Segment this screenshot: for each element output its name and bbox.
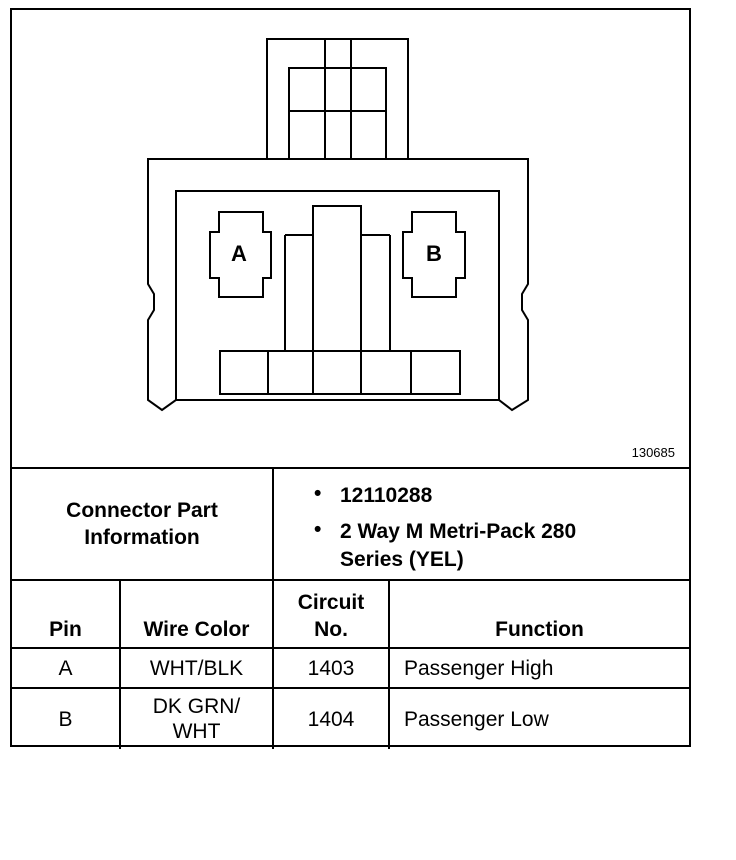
row-a-wire-color: WHT/BLK: [119, 649, 272, 687]
connector-info-details: • 12110288 • 2 Way M Metri-Pack 280 Seri…: [274, 469, 689, 579]
table-header-row: Pin Wire Color Circuit No. Function: [12, 581, 689, 649]
header-circuit: Circuit No.: [272, 581, 388, 647]
bullet-icon: •: [314, 518, 322, 541]
row-b-wire-color: DK GRN/ WHT: [119, 689, 272, 749]
terminal-cavity-a: [209, 211, 272, 298]
terminal-cavity-b: [402, 211, 466, 298]
figure-id: 130685: [631, 445, 675, 460]
table-row: A WHT/BLK 1403 Passenger High: [12, 649, 689, 689]
connector-sheet: A B 130685 Connector Part Information • …: [10, 8, 691, 749]
header-circuit-line2: No.: [314, 618, 348, 641]
header-function: Function: [388, 581, 689, 647]
description-line1: 2 Way M Metri-Pack 280: [340, 520, 577, 543]
pin-label-b: B: [426, 241, 442, 266]
pin-table: Pin Wire Color Circuit No. Function A WH…: [12, 579, 689, 749]
row-b-pin: B: [58, 707, 73, 731]
part-number: 12110288: [340, 484, 433, 507]
center-post: [312, 205, 362, 352]
row-a-pin: A: [58, 656, 73, 680]
connector-info-heading-line2: Information: [84, 526, 200, 549]
header-circuit-line1: Circuit: [297, 591, 365, 614]
header-pin: Pin: [49, 618, 82, 641]
outer-housing: [147, 158, 529, 412]
table-row: B DK GRN/ WHT 1404 Passenger Low: [12, 689, 689, 749]
row-b-wire-color-line2: WHT: [172, 720, 221, 743]
latch-inner: [288, 67, 387, 160]
row-b-wire-color-line1: DK GRN/: [152, 695, 241, 718]
connector-info-heading: Connector Part Information: [12, 469, 274, 579]
connector-face-drawing: A B: [147, 38, 529, 412]
inner-cavity: [175, 191, 500, 401]
row-a-function: Passenger High: [388, 649, 689, 687]
bullet-icon: •: [314, 482, 322, 505]
lock-strip: [219, 350, 461, 395]
row-b-circuit: 1404: [272, 689, 388, 749]
connector-info-section: Connector Part Information • 12110288 • …: [12, 467, 689, 579]
description-line2: Series (YEL): [340, 548, 464, 571]
connector-drawing: A B 130685: [12, 10, 689, 467]
row-a-circuit: 1403: [272, 649, 388, 687]
row-b-function: Passenger Low: [388, 689, 689, 749]
connector-info-heading-line1: Connector Part: [66, 499, 218, 522]
header-wire-color: Wire Color: [119, 581, 272, 647]
pin-label-a: A: [231, 241, 247, 266]
